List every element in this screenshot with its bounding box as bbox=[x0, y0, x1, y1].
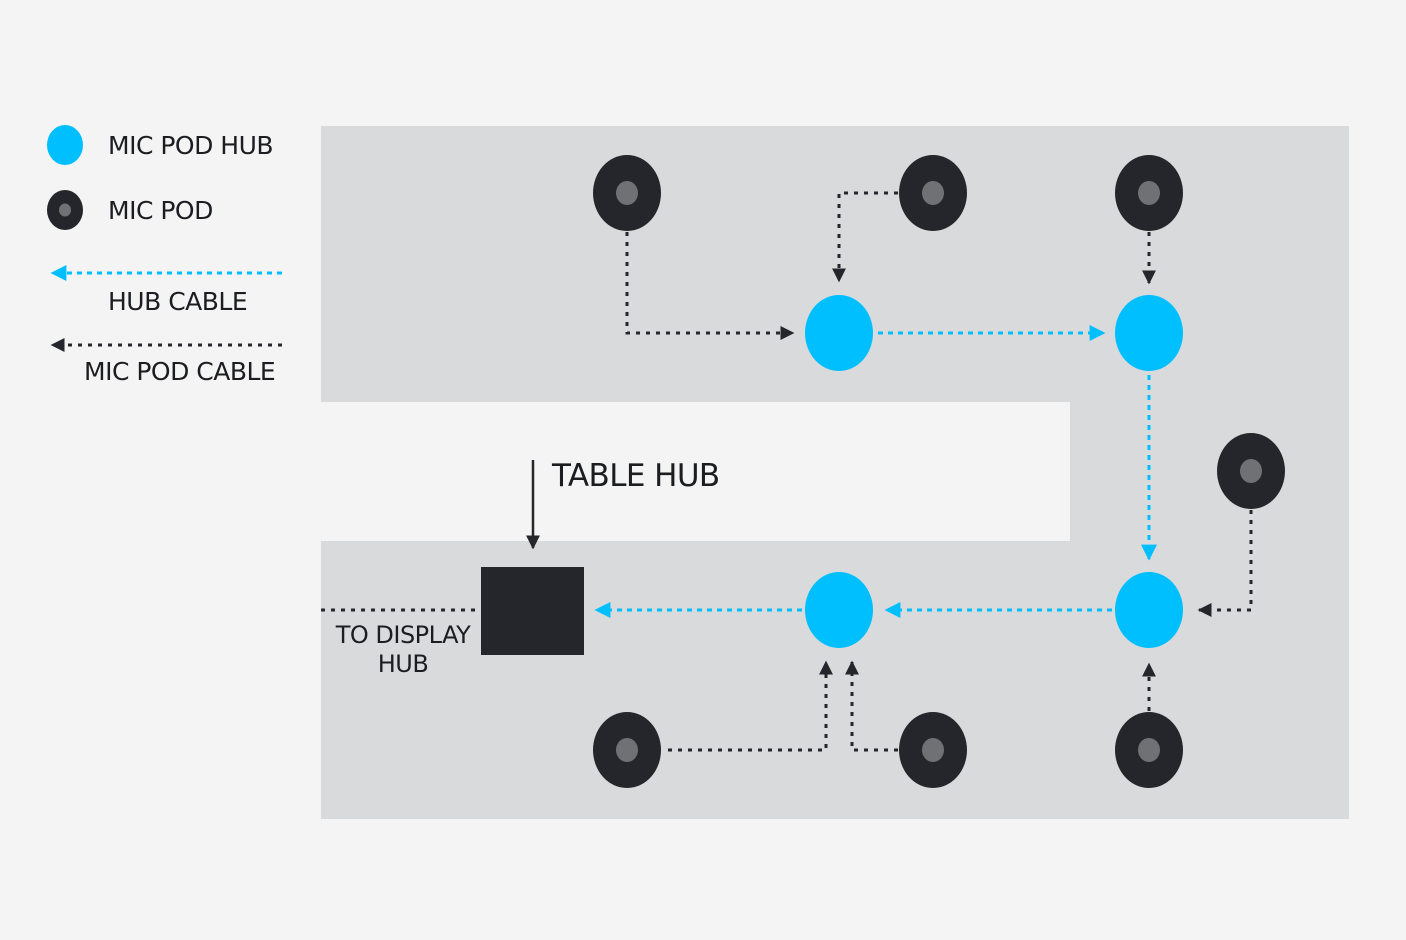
mic-pod bbox=[899, 155, 967, 231]
mic-pod bbox=[899, 712, 967, 788]
mic-pod bbox=[1115, 712, 1183, 788]
legend-mic-pod-hub-icon bbox=[47, 125, 83, 165]
mic-pod bbox=[593, 712, 661, 788]
to-display-hub-label-line2: HUB bbox=[378, 650, 429, 678]
mic-pods bbox=[593, 155, 1285, 788]
legend-mic-pod-label: MIC POD bbox=[108, 196, 213, 225]
mic-pod-cable bbox=[668, 660, 833, 752]
legend-mic-pod-hub-label: MIC POD HUB bbox=[108, 131, 273, 160]
mic-pod-cable bbox=[1197, 510, 1253, 617]
mic-pod bbox=[1217, 433, 1285, 509]
mic-pod-hub bbox=[1115, 572, 1183, 648]
mic-pod-hub bbox=[1115, 295, 1183, 371]
mic-pod-cable bbox=[625, 232, 795, 340]
mic-pod bbox=[1115, 155, 1183, 231]
mic-pod-hub bbox=[805, 572, 873, 648]
table-hub-box bbox=[481, 567, 584, 655]
mic-pod-hubs bbox=[805, 295, 1183, 648]
legend-mic-pod-icon bbox=[47, 190, 83, 230]
legend: MIC POD HUB MIC POD HUB CABLE MIC POD CA… bbox=[47, 125, 282, 386]
legend-hub-cable-label: HUB CABLE bbox=[108, 287, 247, 316]
mic-pod bbox=[593, 155, 661, 231]
mic-pod-cables bbox=[321, 191, 1253, 752]
legend-mic-pod-cable-label: MIC POD CABLE bbox=[84, 357, 275, 386]
to-display-hub-label-line1: TO DISPLAY bbox=[335, 621, 471, 649]
hub-cables bbox=[594, 325, 1157, 618]
mic-pod-hub bbox=[805, 295, 873, 371]
table-hub-label: TABLE HUB bbox=[551, 458, 720, 494]
conference-table bbox=[321, 126, 1349, 819]
